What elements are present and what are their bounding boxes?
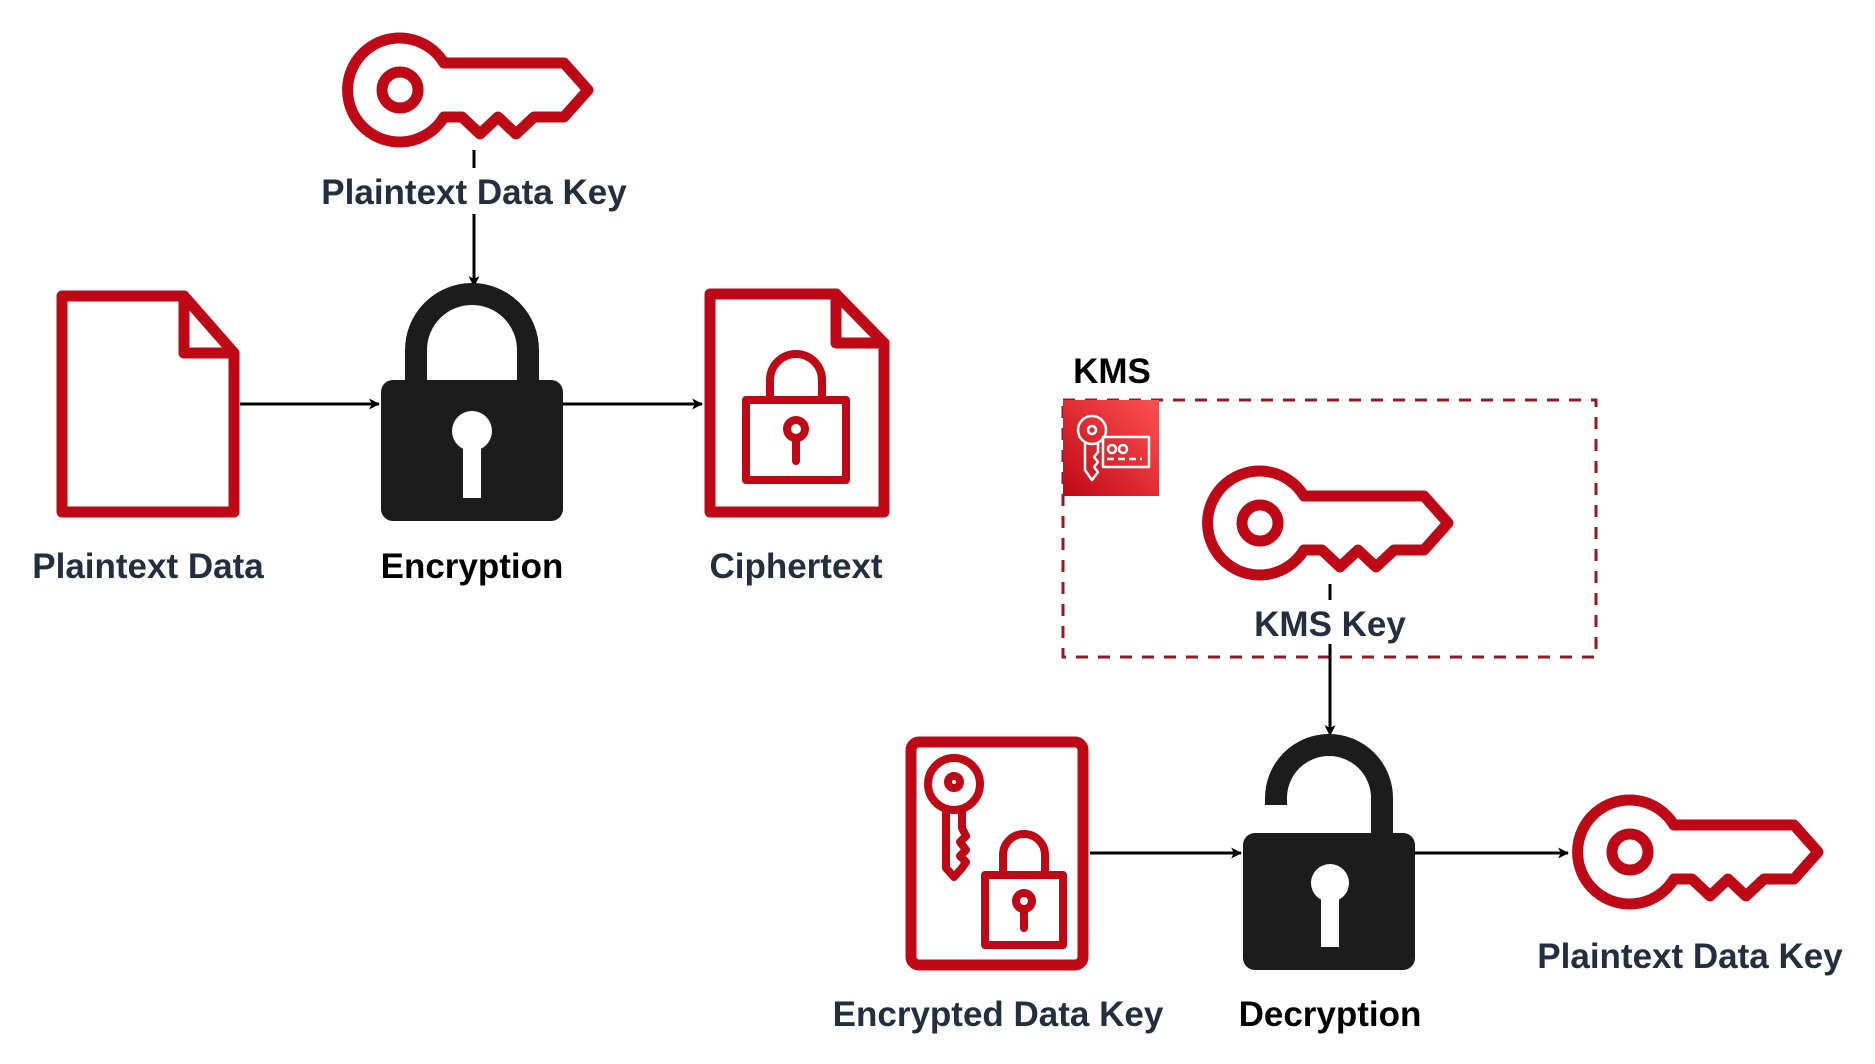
- encrypted-data-key-node[interactable]: Encrypted Data Key: [833, 736, 1164, 1034]
- plaintext-data-label: Plaintext Data: [32, 547, 264, 586]
- lock-closed-icon: [381, 283, 563, 521]
- plaintext-data-key-node[interactable]: Plaintext Data Key: [321, 38, 627, 212]
- output-plaintext-data-key-label: Plaintext Data Key: [1537, 937, 1843, 976]
- locked-document-icon: [704, 288, 890, 518]
- aws-kms-icon: [1063, 400, 1159, 496]
- document-fold: [178, 290, 240, 359]
- decryption-label: Decryption: [1239, 995, 1422, 1034]
- key-icon: [348, 38, 588, 142]
- plaintext-data-node[interactable]: Plaintext Data: [32, 290, 264, 586]
- plaintext-data-key-label: Plaintext Data Key: [321, 173, 627, 212]
- kms-label: KMS: [1073, 352, 1151, 391]
- encrypted-key-document-icon: [905, 736, 1089, 971]
- encryption-label: Encryption: [381, 547, 564, 586]
- kms-key-label: KMS Key: [1254, 605, 1406, 644]
- kms-group[interactable]: KMS KMS Key: [1061, 352, 1598, 659]
- kms-key-node[interactable]: KMS Key: [1208, 471, 1448, 644]
- key-icon: [1578, 800, 1818, 904]
- encrypted-data-key-label: Encrypted Data Key: [833, 995, 1164, 1034]
- key-icon: [1208, 471, 1448, 575]
- output-plaintext-data-key-node[interactable]: Plaintext Data Key: [1537, 800, 1843, 976]
- ciphertext-node[interactable]: Ciphertext: [704, 288, 890, 586]
- ciphertext-label: Ciphertext: [709, 547, 882, 586]
- lock-open-icon: [1243, 734, 1415, 970]
- encryption-node[interactable]: Encryption: [381, 283, 564, 586]
- decryption-node[interactable]: Decryption: [1239, 734, 1422, 1034]
- document-icon: [56, 290, 240, 518]
